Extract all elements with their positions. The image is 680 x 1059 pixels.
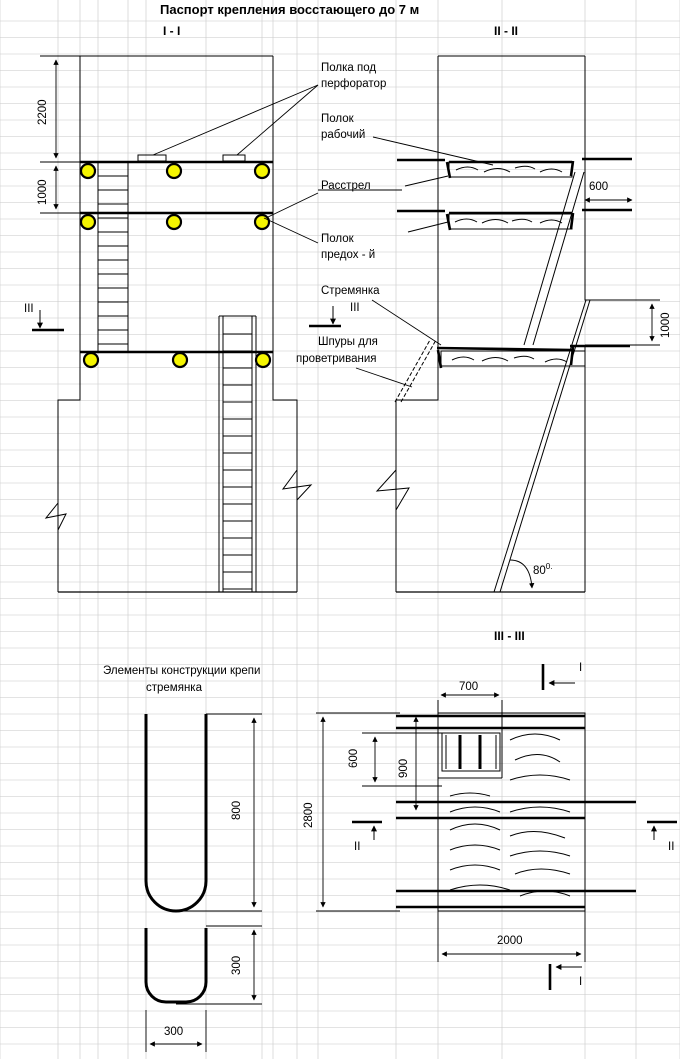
perforator-shelf-1 [137,154,167,162]
shaft-outline-right [272,56,298,592]
u-element-300 [144,925,262,1052]
cut-II-left-label: II [354,841,361,853]
label-shpury-line2: проветривания [296,353,377,365]
dim-300-vertical: 300 [231,955,243,975]
bolt-icon [79,162,97,180]
bolt-icon [253,213,271,231]
cut-marker-III-right [309,306,341,328]
label-stremyanka: Стремянка [321,285,380,297]
dim-2200: 2200 [37,99,49,125]
bolt-icon [165,162,183,180]
cut-I-bottom-label: I [579,976,583,988]
section-2-2-view [375,55,660,593]
dim-800: 800 [231,800,243,820]
cut-III-right-label: III [350,302,360,314]
label-polka-line2: перфоратор [321,78,387,90]
lower-ladder [218,315,257,592]
label-polok-pred-line2: предох - й [321,249,376,261]
dim-300-horizontal: 300 [164,1026,184,1038]
section-label-3: III - III [494,629,525,643]
bolt-icon [79,213,97,231]
dim-600-plan: 600 [348,748,360,768]
cut-marker-III-left [32,310,64,332]
bolt-icon [254,351,272,369]
bolt-icon [253,162,271,180]
label-polok-work-line2: рабочий [321,129,366,141]
shaft-outline-left [57,56,81,592]
section-3-3-plan [316,664,677,990]
anchor-bolts [79,162,272,369]
cut-II-right-label: II [668,841,675,853]
polok-planks [440,161,586,367]
dim-700: 700 [459,681,479,693]
dim-900: 900 [398,758,410,778]
bolt-icon [82,351,100,369]
bolt-icon [171,351,189,369]
section-label-2: II - II [494,24,518,38]
perforator-shelf-2 [222,154,246,162]
label-polok-work-line1: Полок [321,113,354,125]
break-mark-right [281,469,313,501]
label-shpury-line1: Шпуры для [318,336,378,348]
label-leaders [152,84,494,388]
drawing-title: Паспорт крепления восстающего до 7 м [160,2,420,17]
label-polok-pred-line1: Полок [321,233,354,245]
break-mark-2 [375,469,410,511]
section-1-1-view [44,55,313,593]
cut-I-top-label: I [579,662,583,674]
label-rasstrel: Расстрел [321,180,371,192]
label-elements-line2: стремянка [146,682,202,694]
dim-angle: 800. [533,560,552,578]
bolt-icon [165,213,183,231]
label-elements-line1: Элементы конструкции крепи [103,665,261,677]
upper-ladder [97,162,129,352]
dim-2800: 2800 [303,802,315,828]
cut-III-left-label: III [24,303,34,315]
dimension-2200 [40,55,80,214]
angle-value: 80 [533,564,546,577]
dim-600-top: 600 [589,181,609,193]
dim-1000-left: 1000 [37,179,49,205]
u-element-800 [144,713,262,913]
angle-degree: 0. [545,562,553,571]
dim-2000: 2000 [497,935,523,947]
section-label-1: I - I [163,24,181,38]
dim-1000-right: 1000 [660,312,672,338]
label-polka-line1: Полка под [321,62,377,74]
break-mark-left [44,502,67,531]
